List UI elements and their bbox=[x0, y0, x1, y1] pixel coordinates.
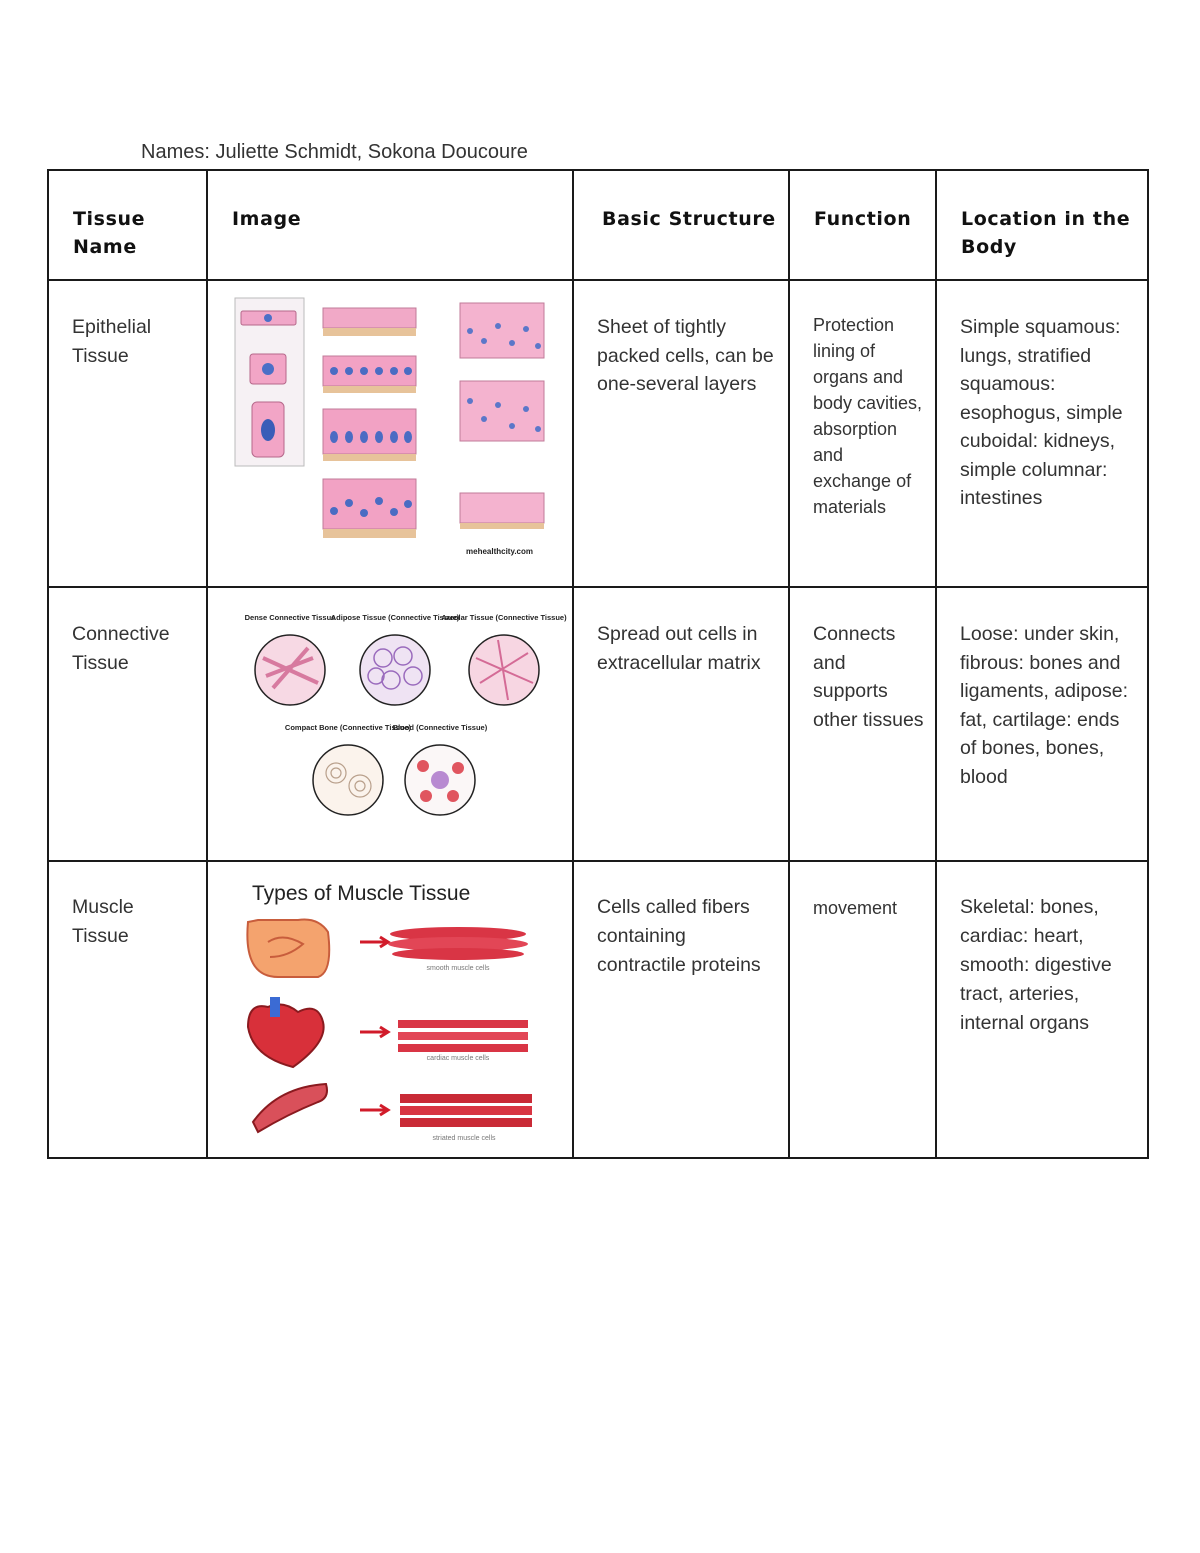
adipose-label: Adipose Tissue (Connective Tissue) bbox=[331, 613, 460, 622]
adipose-circle bbox=[359, 634, 431, 706]
cell-tissue-name: Muscle Tissue bbox=[47, 860, 208, 1159]
cell-basic-structure: Spread out cells in extracellular matrix bbox=[572, 586, 790, 862]
arrow-smooth-icon bbox=[360, 935, 391, 949]
header-location: Location in the Body bbox=[935, 169, 1149, 281]
smooth-label: smooth muscle cells bbox=[426, 965, 490, 972]
cell-function: Protection lining of organs and body cav… bbox=[788, 279, 937, 588]
arrow-skeletal-icon bbox=[360, 1103, 391, 1117]
cell-tissue-name: Epithelial Tissue bbox=[47, 279, 208, 588]
arrow-cardiac-icon bbox=[360, 1025, 391, 1039]
smooth-muscle-cells bbox=[388, 927, 528, 960]
header-image: Image bbox=[206, 169, 574, 281]
cell-basic-structure: Cells called fibers containing contracti… bbox=[572, 860, 790, 1159]
heart-icon bbox=[246, 997, 325, 1069]
cell-location: Simple squamous: lungs, stratified squam… bbox=[935, 279, 1149, 588]
epithelial-figure: mehealthcity.com bbox=[208, 281, 572, 586]
cell-function: movement bbox=[788, 860, 937, 1159]
cell-basic-structure: Sheet of tightly packed cells, can be on… bbox=[572, 279, 790, 588]
stratified-cuboidal-block bbox=[459, 380, 545, 442]
cell-tissue-name: Connective Tissue bbox=[47, 586, 208, 862]
simple-cuboidal-block bbox=[322, 355, 417, 393]
cardiac-label: cardiac muscle cells bbox=[427, 1055, 490, 1062]
cell-image: Dense Connective Tissue Adipose Tissue (… bbox=[206, 586, 574, 862]
cell-location: Loose: under skin, fibrous: bones and li… bbox=[935, 586, 1149, 862]
tissue-table: Tissue Name Image Basic Structure Functi… bbox=[47, 169, 1149, 1159]
compact-bone-label: Compact Bone (Connective Tissue) bbox=[285, 723, 412, 732]
blood-label: Blood (Connective Tissue) bbox=[393, 723, 488, 732]
pseudostratified-block bbox=[322, 478, 417, 538]
cell-image: Types of Muscle Tissue smooth muscle cel… bbox=[206, 860, 574, 1159]
header-basic-structure: Basic Structure bbox=[572, 169, 790, 281]
muscle-figure: Types of Muscle Tissue smooth muscle cel… bbox=[208, 862, 572, 1157]
muscle-figure-title: Types of Muscle Tissue bbox=[252, 882, 470, 905]
transitional-block bbox=[459, 492, 545, 529]
epithelial-credit: mehealthcity.com bbox=[466, 547, 533, 556]
header-tissue-name: Tissue Name bbox=[47, 169, 208, 281]
cardiac-muscle-cells bbox=[398, 1020, 528, 1052]
simple-columnar-block bbox=[322, 408, 417, 461]
dense-label: Dense Connective Tissue bbox=[245, 613, 336, 622]
table-row-connective: Connective Tissue Dense Connective Tissu… bbox=[47, 586, 1149, 862]
table-row-epithelial: Epithelial Tissue bbox=[47, 279, 1149, 588]
cell-location: Skeletal: bones, cardiac: heart, smooth:… bbox=[935, 860, 1149, 1159]
stratified-squamous-block bbox=[459, 302, 545, 359]
epithelial-illustration: mehealthcity.com bbox=[234, 297, 545, 556]
connective-figure: Dense Connective Tissue Adipose Tissue (… bbox=[208, 588, 572, 833]
header-function: Function bbox=[788, 169, 937, 281]
names-line: Names: Juliette Schmidt, Sokona Doucoure bbox=[141, 141, 528, 163]
skeletal-muscle-icon bbox=[251, 1082, 328, 1134]
striated-muscle-cells bbox=[400, 1094, 532, 1127]
header-row: Tissue Name Image Basic Structure Functi… bbox=[47, 169, 1149, 281]
areolar-label: Areolar Tissue (Connective Tissue) bbox=[441, 613, 567, 622]
compact-bone-circle bbox=[312, 744, 384, 816]
intestine-icon bbox=[246, 918, 331, 978]
striated-label: striated muscle cells bbox=[432, 1135, 496, 1142]
connective-illustration: Dense Connective Tissue Adipose Tissue (… bbox=[245, 613, 567, 816]
simple-squamous-block bbox=[322, 307, 417, 336]
cell-image: mehealthcity.com bbox=[206, 279, 574, 588]
table-row-muscle: Muscle Tissue Types of Muscle Tissue sm bbox=[47, 860, 1149, 1159]
muscle-illustration: Types of Muscle Tissue smooth muscle cel… bbox=[246, 882, 532, 1142]
cell-function: Connects and supports other tissues bbox=[788, 586, 937, 862]
